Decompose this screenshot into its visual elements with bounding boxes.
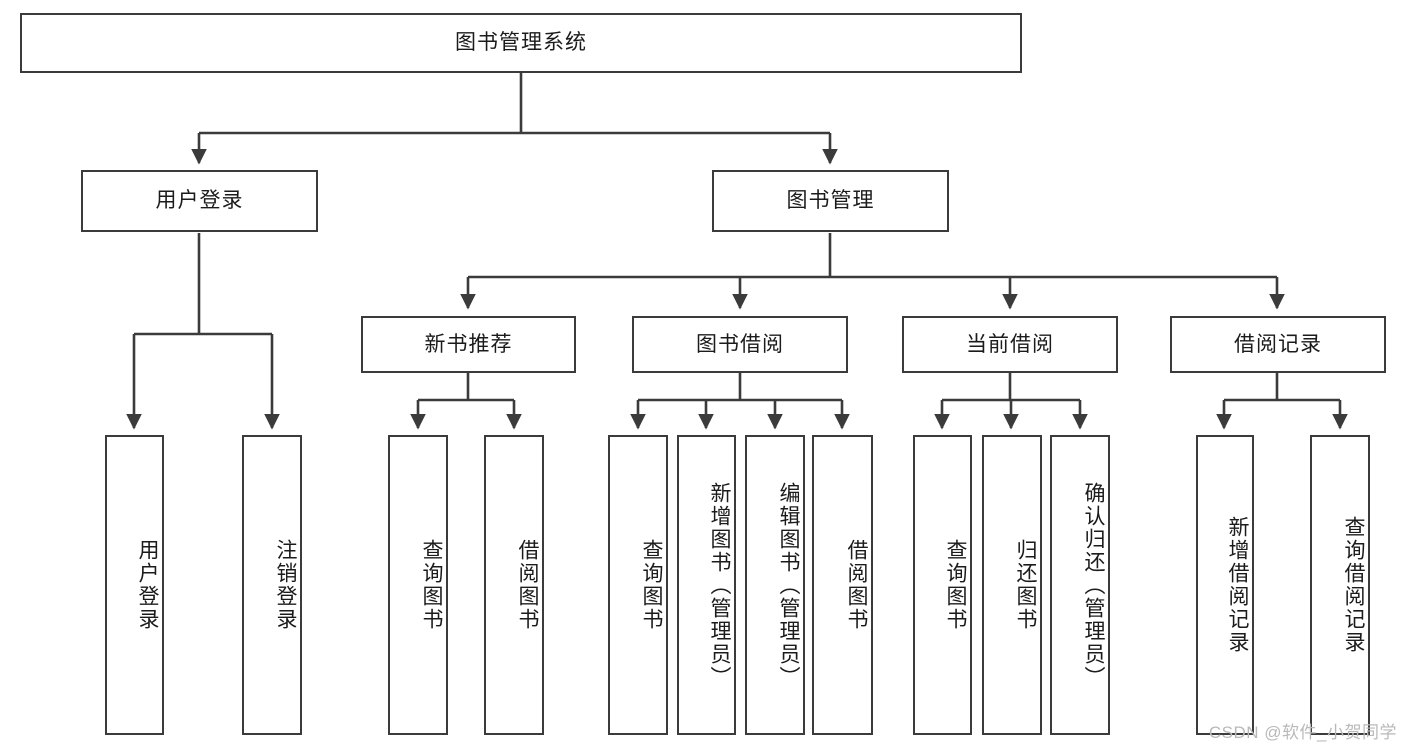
leaf-user-login-login[interactable]: 用户登录 — [105, 435, 164, 735]
node-label: 查询借阅记录 — [1342, 516, 1365, 654]
node-label: 用户登录 — [136, 539, 159, 631]
node-new-book-recommend[interactable]: 新书推荐 — [361, 316, 576, 373]
node-label: 查询图书 — [420, 539, 443, 631]
leaf-book-borrow-add-admin[interactable]: 新增图书（管理员） — [677, 435, 736, 735]
leaf-book-borrow-edit-admin[interactable]: 编辑图书（管理员） — [745, 435, 805, 735]
node-book-management[interactable]: 图书管理 — [712, 170, 949, 232]
leaf-current-borrow-query[interactable]: 查询图书 — [913, 435, 972, 735]
leaf-borrow-record-add[interactable]: 新增借阅记录 — [1196, 435, 1254, 735]
node-label: 当前借阅 — [966, 332, 1054, 356]
leaf-book-borrow-query[interactable]: 查询图书 — [608, 435, 668, 735]
node-label: 归还图书 — [1014, 539, 1037, 631]
leaf-borrow-record-query[interactable]: 查询借阅记录 — [1310, 435, 1370, 735]
node-label: 新书推荐 — [424, 332, 513, 356]
node-label: 查询图书 — [944, 539, 967, 631]
node-root-book-management-system[interactable]: 图书管理系统 — [20, 13, 1022, 73]
leaf-current-borrow-return[interactable]: 归还图书 — [982, 435, 1042, 735]
node-label: 图书管理系统 — [455, 31, 587, 55]
csdn-watermark: CSDN @软件_小贺同学 — [1208, 723, 1397, 742]
leaf-new-book-query[interactable]: 查询图书 — [388, 435, 448, 735]
node-label: 借阅记录 — [1234, 332, 1322, 356]
node-borrow-record[interactable]: 借阅记录 — [1170, 316, 1386, 373]
node-label: 查询图书 — [640, 539, 663, 631]
node-label: 新增借阅记录 — [1226, 516, 1249, 654]
node-user-login[interactable]: 用户登录 — [81, 170, 318, 232]
node-label: 注销登录 — [274, 539, 297, 631]
leaf-book-borrow-borrow[interactable]: 借阅图书 — [812, 435, 873, 735]
node-current-borrow[interactable]: 当前借阅 — [902, 316, 1118, 373]
node-label: 确认归还（管理员） — [1082, 481, 1105, 689]
node-label: 编辑图书（管理员） — [777, 481, 800, 689]
node-label: 用户登录 — [155, 189, 244, 213]
node-label: 图书管理 — [786, 189, 875, 213]
node-label: 借阅图书 — [516, 539, 539, 631]
node-label: 图书借阅 — [696, 332, 784, 356]
leaf-user-login-logout[interactable]: 注销登录 — [242, 435, 302, 735]
leaf-current-borrow-confirm-admin[interactable]: 确认归还（管理员） — [1050, 435, 1110, 735]
leaf-new-book-borrow[interactable]: 借阅图书 — [484, 435, 544, 735]
node-label: 新增图书（管理员） — [708, 481, 731, 689]
node-label: 借阅图书 — [845, 539, 868, 631]
node-book-borrow[interactable]: 图书借阅 — [632, 316, 848, 373]
